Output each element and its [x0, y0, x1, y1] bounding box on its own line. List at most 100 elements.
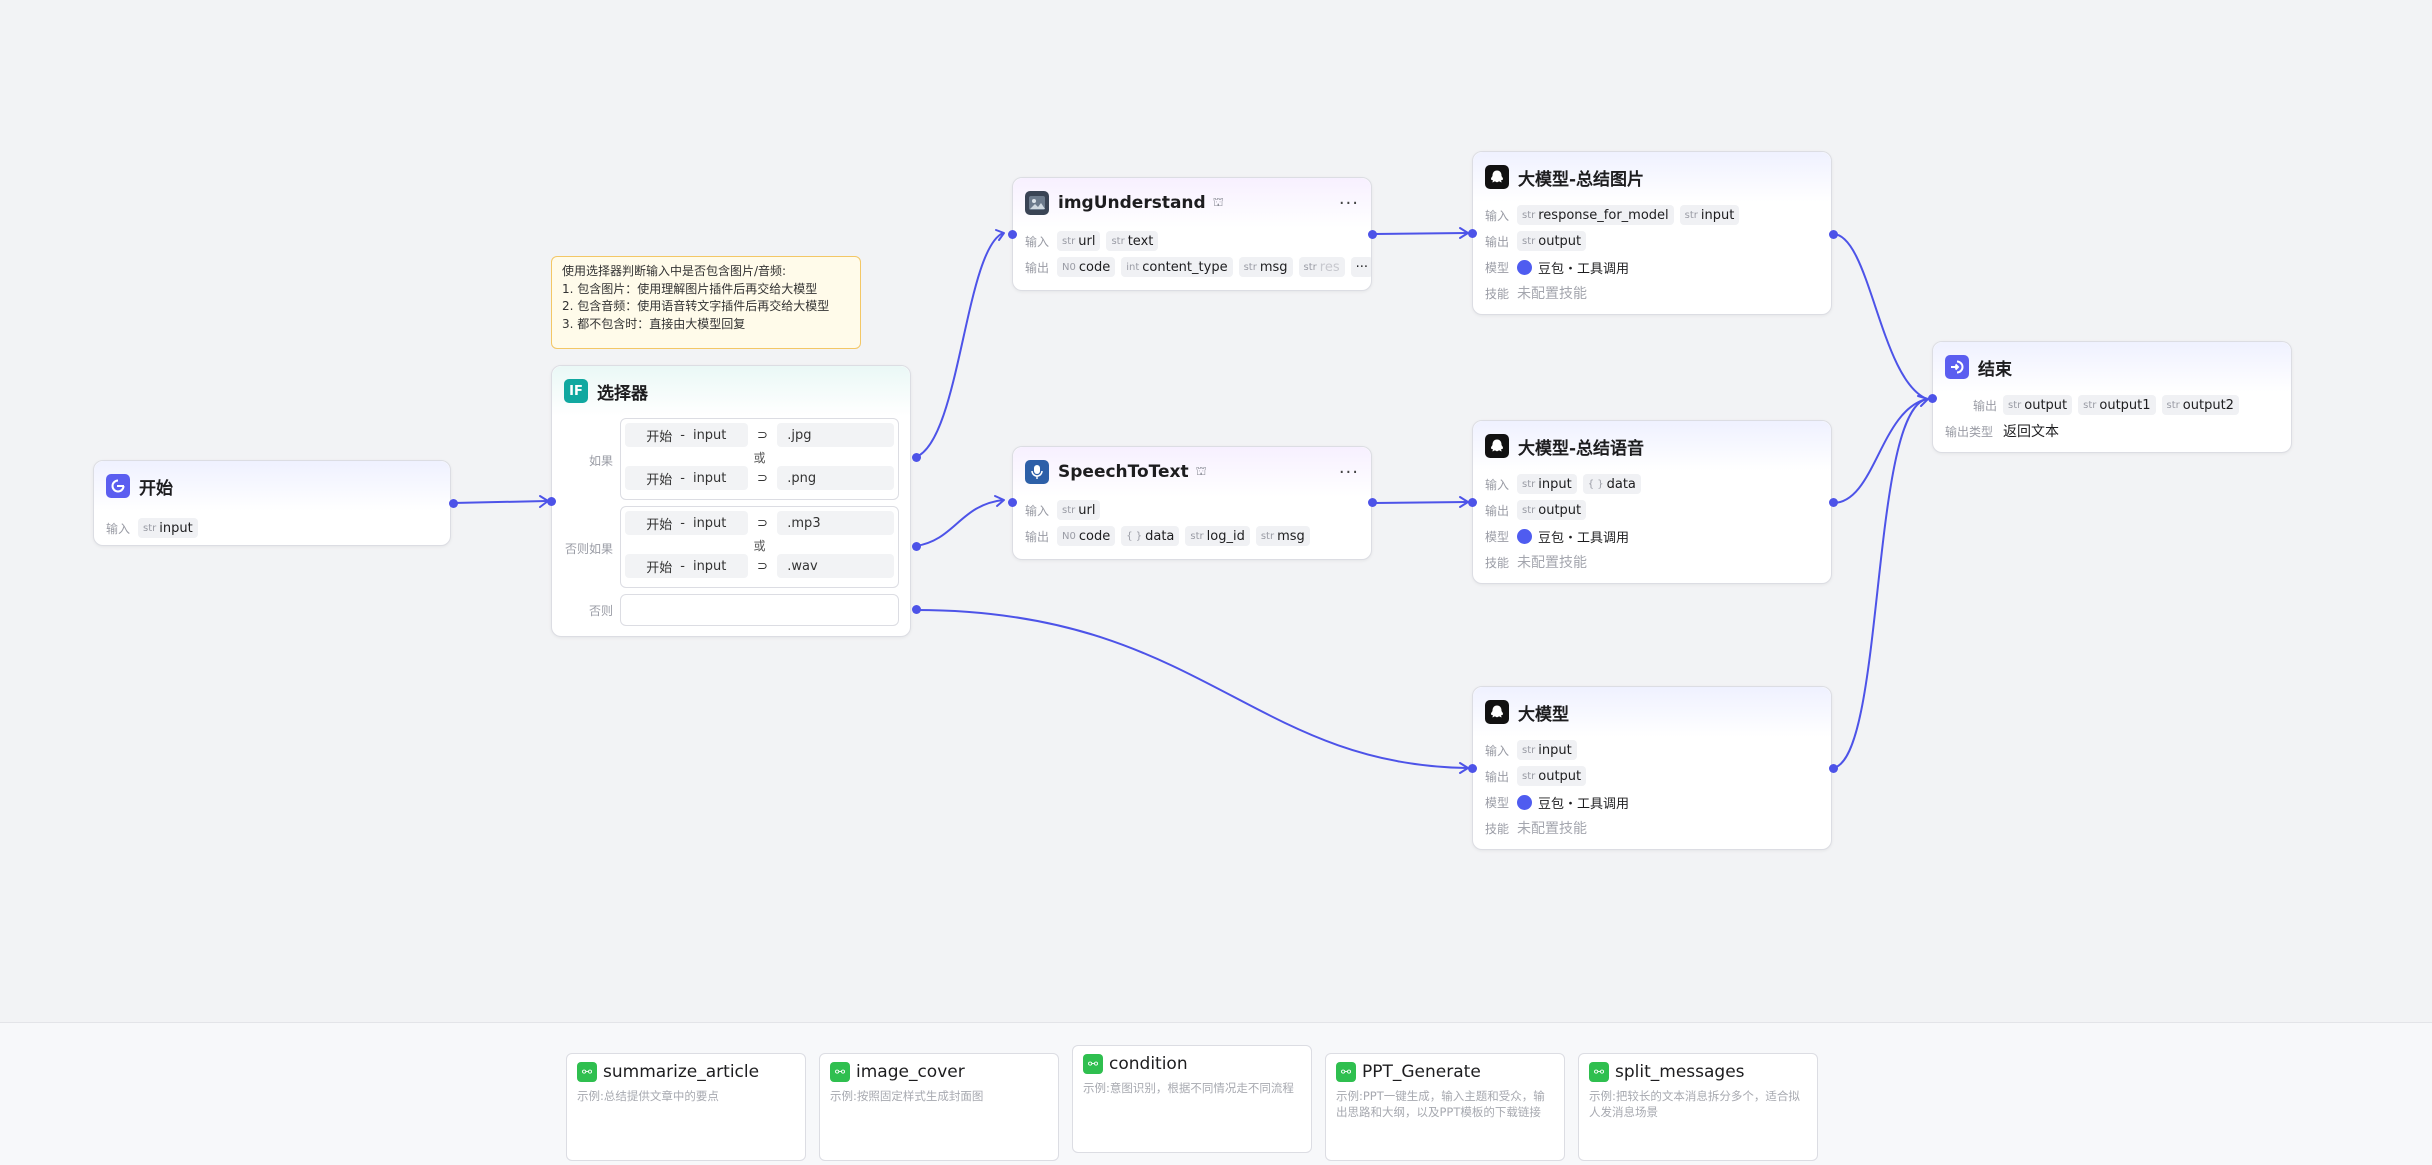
plugin-icon: ⚯ — [577, 1062, 597, 1082]
plugin-desc-prefix: 示例: — [1589, 1089, 1616, 1103]
plugin-name: image_cover — [856, 1062, 965, 1082]
output-label: 输出 — [1025, 529, 1050, 544]
plugin-desc-prefix: 示例: — [577, 1089, 604, 1103]
plugin-card-image-cover[interactable]: ⚯image_cover 示例:按照固定样式生成封面图 — [819, 1053, 1059, 1161]
input-label: 输入 — [1485, 477, 1510, 492]
skill-label: 技能 — [1485, 555, 1510, 570]
edge-selector-else-llm — [915, 609, 1468, 769]
plugin-name: PPT_Generate — [1362, 1062, 1481, 1082]
end-input-handle[interactable] — [1928, 394, 1937, 403]
model-name: 豆包・工具调用 — [1538, 530, 1630, 546]
plugin-desc-prefix: 示例: — [830, 1089, 857, 1103]
if-condition-group[interactable]: 开始-input ⊃ .jpg 或 开始-input ⊃ .png — [620, 418, 899, 500]
llm-output-handle[interactable] — [1829, 764, 1838, 773]
llm-icon — [1485, 165, 1509, 189]
arrow-head-llmimage — [1459, 227, 1469, 239]
llm-audio-input-handle[interactable] — [1468, 498, 1477, 507]
overflow-tag[interactable]: ··· — [1350, 257, 1371, 277]
plugin-name: split_messages — [1615, 1062, 1745, 1082]
condition-row[interactable]: 开始-input ⊃ .mp3 — [625, 510, 894, 536]
llm-image-input-handle[interactable] — [1468, 229, 1477, 238]
selector-if-handle[interactable] — [912, 453, 921, 462]
input-label: 输入 — [1025, 503, 1050, 518]
llm-image-output-handle[interactable] — [1829, 230, 1838, 239]
model-name: 豆包・工具调用 — [1538, 796, 1630, 812]
more-options-icon[interactable]: ··· — [1338, 461, 1359, 483]
output-label: 输出 — [1025, 260, 1050, 275]
img-input-handle[interactable] — [1008, 230, 1017, 239]
node-selector[interactable]: IF 选择器 — [551, 365, 911, 637]
plugin-icon: ⚯ — [1083, 1054, 1103, 1074]
input-label: 输入 — [1025, 234, 1050, 249]
plugin-card-split-messages[interactable]: ⚯split_messages 示例:把较长的文本消息拆分多个，适合拟人发消息场… — [1578, 1053, 1818, 1161]
var-tag: { }data — [1121, 526, 1180, 546]
llm-input-handle[interactable] — [1468, 764, 1477, 773]
edge-start-selector — [452, 500, 548, 504]
condition-row[interactable]: 开始-input ⊃ .wav — [625, 553, 894, 579]
input-label: 输入 — [106, 521, 131, 536]
or-label: 或 — [753, 539, 766, 553]
speech-input-handle[interactable] — [1008, 498, 1017, 507]
elif-condition-group[interactable]: 开始-input ⊃ .mp3 或 开始-input ⊃ .wav — [620, 506, 899, 588]
selector-else-handle[interactable] — [912, 605, 921, 614]
selector-elif-handle[interactable] — [912, 542, 921, 551]
condition-row[interactable]: 开始-input ⊃ .jpg — [625, 422, 894, 448]
plugin-name: condition — [1109, 1054, 1188, 1074]
plugin-card-ppt-generate[interactable]: ⚯PPT_Generate 示例:PPT一键生成，输入主题和受众，输出思路和大纲… — [1325, 1053, 1565, 1161]
output-label: 输出 — [1485, 234, 1510, 249]
plugin-icon: ⚯ — [1589, 1062, 1609, 1082]
plugin-card-summarize-article[interactable]: ⚯summarize_article 示例:总结提供文章中的要点 — [566, 1053, 806, 1161]
or-label: 或 — [753, 451, 766, 465]
output-label: 输出 — [1485, 769, 1510, 784]
output-label: 输出 — [1972, 398, 1997, 413]
plugin-card-condition[interactable]: ⚯condition 示例:意图识别，根据不同情况走不同流程 — [1072, 1045, 1312, 1153]
if-label: 如果 — [588, 454, 613, 468]
llm-audio-output-handle[interactable] — [1829, 498, 1838, 507]
end-icon — [1945, 355, 1969, 379]
arrow-head-end — [1917, 395, 1929, 407]
plugin-desc: 总结提供文章中的要点 — [603, 1089, 719, 1103]
plugin-desc: 意图识别，根据不同情况走不同流程 — [1109, 1081, 1294, 1095]
plugin-badge-icon: ⛫ — [1195, 464, 1207, 478]
model-label: 模型 — [1485, 529, 1510, 544]
else-branch-box[interactable] — [620, 594, 899, 626]
comment-note[interactable]: 使用选择器判断输入中是否包含图片/音频: 1. 包含图片：使用理解图片插件后再交… — [551, 256, 861, 349]
workflow-canvas[interactable]: 使用选择器判断输入中是否包含图片/音频: 1. 包含图片：使用理解图片插件后再交… — [0, 0, 2432, 1022]
speech-output-handle[interactable] — [1368, 498, 1377, 507]
condition-row[interactable]: 开始-input ⊃ .png — [625, 465, 894, 491]
output-type-label: 输出类型 — [1945, 424, 1994, 439]
selector-input-handle[interactable] — [547, 497, 556, 506]
comment-line: 使用选择器判断输入中是否包含图片/音频: — [562, 264, 787, 278]
speech-plugin-icon — [1025, 460, 1049, 484]
more-options-icon[interactable]: ··· — [1338, 192, 1359, 214]
node-title: SpeechToText — [1058, 462, 1189, 482]
start-output-handle[interactable] — [449, 499, 458, 508]
llm-icon — [1485, 434, 1509, 458]
node-title: 大模型 — [1518, 704, 1569, 725]
edge-llmaudio-end — [1832, 398, 1928, 504]
img-output-handle[interactable] — [1368, 230, 1377, 239]
node-title: 开始 — [139, 478, 173, 499]
comment-line: 1. 包含图片：使用理解图片插件后再交给大模型 — [562, 281, 818, 296]
